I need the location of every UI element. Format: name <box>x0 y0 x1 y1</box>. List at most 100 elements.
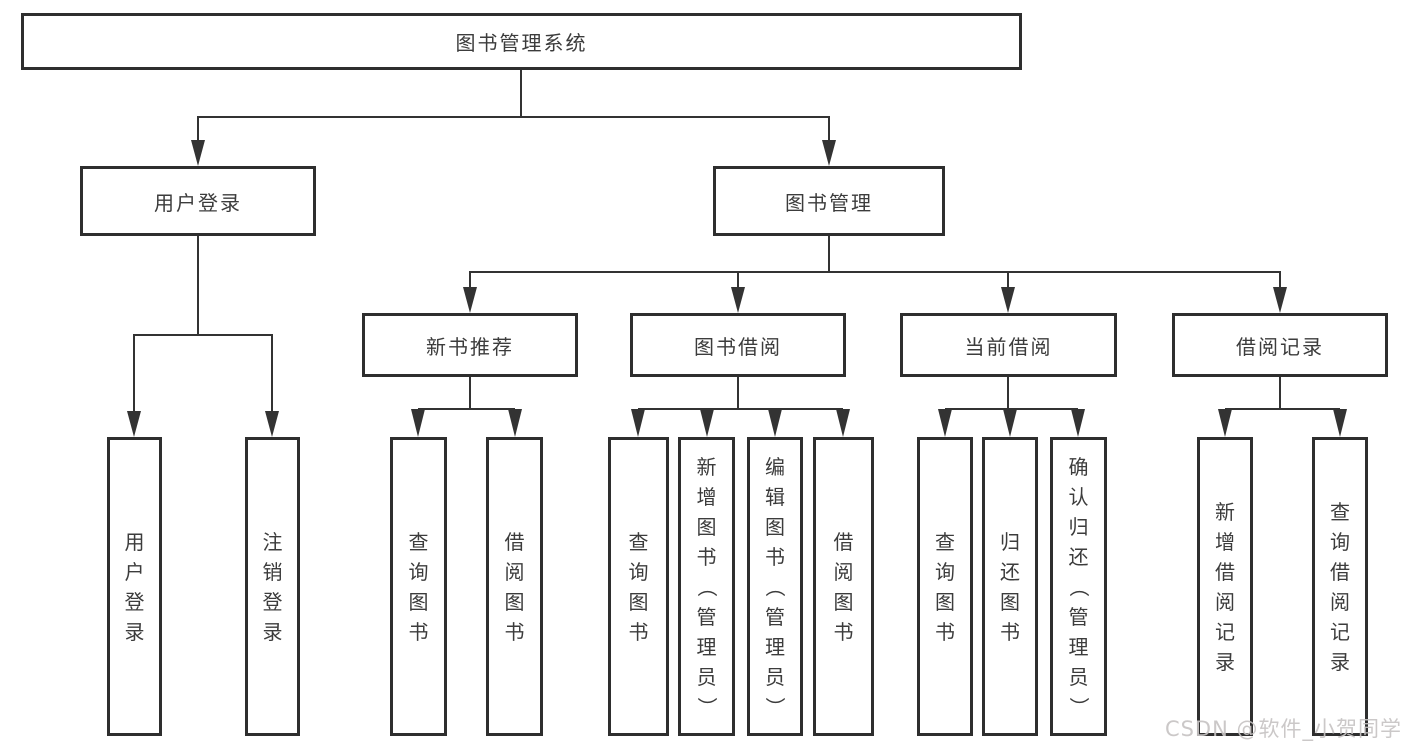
vertical-label-char: 图 <box>628 589 649 614</box>
node-return-books-label: 归还图书 <box>985 440 1035 733</box>
vertical-label-char: 理 <box>1068 634 1089 659</box>
vertical-label-char: 记 <box>1215 619 1235 644</box>
node-book-management-label: 图书管理 <box>785 190 873 215</box>
vertical-label-char: 询 <box>1330 529 1350 554</box>
vertical-label-char: 查 <box>935 529 955 554</box>
vertical-label-char: 员 <box>765 664 785 689</box>
vertical-label-char: 阅 <box>1215 589 1235 614</box>
vertical-label-char: 员 <box>1068 664 1089 689</box>
vertical-label-char: 图 <box>696 514 717 539</box>
vertical-label-char: 借 <box>1215 559 1235 584</box>
node-borrow-books: 借阅图书 <box>813 437 874 736</box>
vertical-label-char: 阅 <box>833 559 854 584</box>
vertical-label-char: 询 <box>628 559 649 584</box>
vertical-label-char: ） <box>763 696 787 717</box>
vertical-label-char: 书 <box>765 544 785 569</box>
vertical-label-char: 图 <box>833 589 854 614</box>
node-user-login-label: 用户登录 <box>110 440 159 733</box>
vertical-label-char: （ <box>1066 576 1091 597</box>
vertical-label-char: 书 <box>1000 619 1020 644</box>
vertical-label-char: （ <box>694 576 719 597</box>
node-new-book-recommend-label: 新书推荐 <box>426 334 514 359</box>
vertical-label-char: 确 <box>1068 454 1089 479</box>
vertical-label-char: 归 <box>1000 529 1020 554</box>
vertical-label-char: 录 <box>262 619 283 644</box>
vertical-label-char: 书 <box>628 619 649 644</box>
node-borrow-books-recommend: 借阅图书 <box>486 437 543 736</box>
node-user-login-branch-label: 用户登录 <box>154 190 242 215</box>
node-add-books-admin: 新增图书 （ 管理员 ） <box>678 437 735 736</box>
vertical-label-char: 图 <box>504 589 525 614</box>
vertical-label-char: 记 <box>1330 619 1350 644</box>
csdn-watermark: CSDN @软件_小贺同学 <box>1164 717 1402 741</box>
node-logout: 注销登录 <box>245 437 300 736</box>
vertical-label-char: 管 <box>1068 604 1089 629</box>
node-query-books-borrowing: 查询图书 <box>608 437 669 736</box>
vertical-label-char: 书 <box>833 619 854 644</box>
vertical-label-char: 登 <box>124 589 145 614</box>
node-query-borrow-record-label: 查询借阅记录 <box>1315 440 1365 733</box>
vertical-label-char: 新 <box>1215 499 1235 524</box>
vertical-label-char: 理 <box>696 634 717 659</box>
vertical-label-char: 辑 <box>765 484 785 509</box>
node-user-login-branch: 用户登录 <box>80 166 316 236</box>
node-confirm-return-admin-label: 确认归还 （ 管理员 ） <box>1053 440 1104 733</box>
node-root-label: 图书管理系统 <box>455 31 588 55</box>
node-query-books-borrowing-label: 查询图书 <box>611 440 666 733</box>
vertical-label-char: 认 <box>1068 484 1089 509</box>
vertical-label-char: 增 <box>1215 529 1235 554</box>
vertical-label-char: ） <box>694 696 719 717</box>
node-query-books-recommend-label: 查询图书 <box>393 440 444 733</box>
vertical-label-char: 员 <box>696 664 717 689</box>
node-add-books-admin-label: 新增图书 （ 管理员 ） <box>681 440 732 733</box>
vertical-label-char: 查 <box>408 529 429 554</box>
node-borrow-books-label: 借阅图书 <box>816 440 871 733</box>
vertical-label-char: 管 <box>696 604 717 629</box>
vertical-label-char: （ <box>763 576 787 597</box>
node-query-books-recommend: 查询图书 <box>390 437 447 736</box>
vertical-label-char: 归 <box>1068 514 1089 539</box>
vertical-label-char: 理 <box>765 634 785 659</box>
vertical-label-char: 用 <box>124 529 145 554</box>
vertical-label-char: 询 <box>935 559 955 584</box>
node-add-borrow-record-label: 新增借阅记录 <box>1200 440 1250 733</box>
node-return-books: 归还图书 <box>982 437 1038 736</box>
vertical-label-char: 注 <box>262 529 283 554</box>
vertical-label-char: 录 <box>1215 649 1235 674</box>
node-query-borrow-record: 查询借阅记录 <box>1312 437 1368 736</box>
vertical-label-char: 编 <box>765 454 785 479</box>
vertical-label-char: 询 <box>408 559 429 584</box>
vertical-label-char: 增 <box>696 484 717 509</box>
node-new-book-recommend: 新书推荐 <box>362 313 578 377</box>
node-book-borrowing-label: 图书借阅 <box>694 334 782 359</box>
vertical-label-char: ） <box>1066 696 1091 717</box>
node-add-borrow-record: 新增借阅记录 <box>1197 437 1253 736</box>
vertical-label-char: 户 <box>124 559 145 584</box>
node-book-borrowing: 图书借阅 <box>630 313 846 377</box>
vertical-label-char: 书 <box>504 619 525 644</box>
vertical-label-char: 管 <box>765 604 785 629</box>
vertical-label-char: 书 <box>935 619 955 644</box>
vertical-label-char: 图 <box>765 514 785 539</box>
node-query-books-current-label: 查询图书 <box>920 440 970 733</box>
vertical-label-char: 销 <box>262 559 283 584</box>
vertical-label-char: 书 <box>696 544 717 569</box>
vertical-label-char: 借 <box>1330 559 1350 584</box>
node-book-management: 图书管理 <box>713 166 945 236</box>
vertical-label-char: 查 <box>628 529 649 554</box>
node-borrow-books-recommend-label: 借阅图书 <box>489 440 540 733</box>
node-borrowing-records: 借阅记录 <box>1172 313 1388 377</box>
node-edit-books-admin: 编辑图书 （ 管理员 ） <box>747 437 803 736</box>
node-query-books-current: 查询图书 <box>917 437 973 736</box>
vertical-label-char: 新 <box>696 454 717 479</box>
vertical-label-char: 还 <box>1068 544 1089 569</box>
vertical-label-char: 书 <box>408 619 429 644</box>
vertical-label-char: 借 <box>504 529 525 554</box>
vertical-label-char: 登 <box>262 589 283 614</box>
node-current-borrowing-label: 当前借阅 <box>964 334 1053 359</box>
vertical-label-char: 查 <box>1330 499 1350 524</box>
arrowheads <box>127 140 1347 437</box>
vertical-label-char: 图 <box>1000 589 1020 614</box>
